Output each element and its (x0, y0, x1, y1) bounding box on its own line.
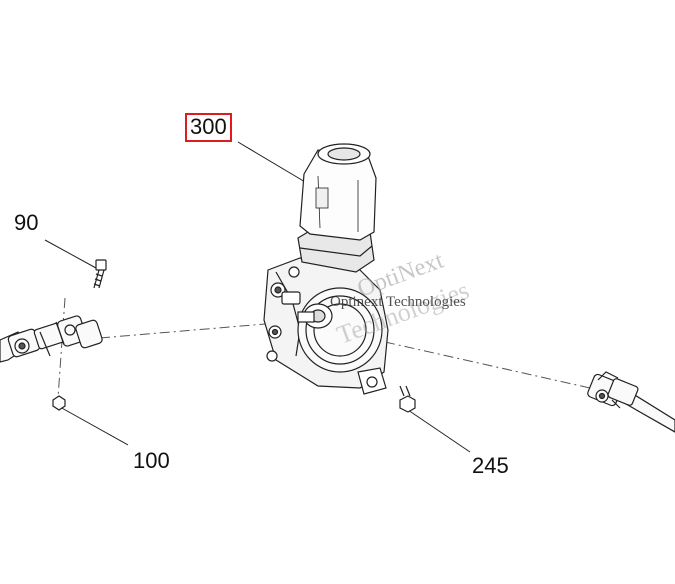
leader-lines (44, 141, 471, 453)
bolt-90 (93, 259, 107, 289)
callout-100[interactable]: 100 (133, 448, 170, 473)
center-axis-line (57, 297, 591, 399)
callout-300-highlighted[interactable]: 300 (185, 113, 232, 142)
callout-245[interactable]: 245 (472, 453, 509, 478)
right-steering-shaft (587, 371, 675, 433)
callout-90[interactable]: 90 (14, 210, 39, 235)
bolt-245 (399, 385, 416, 413)
power-steering-unit (263, 143, 389, 395)
left-universal-joint (0, 315, 103, 363)
nut-100 (52, 395, 66, 411)
